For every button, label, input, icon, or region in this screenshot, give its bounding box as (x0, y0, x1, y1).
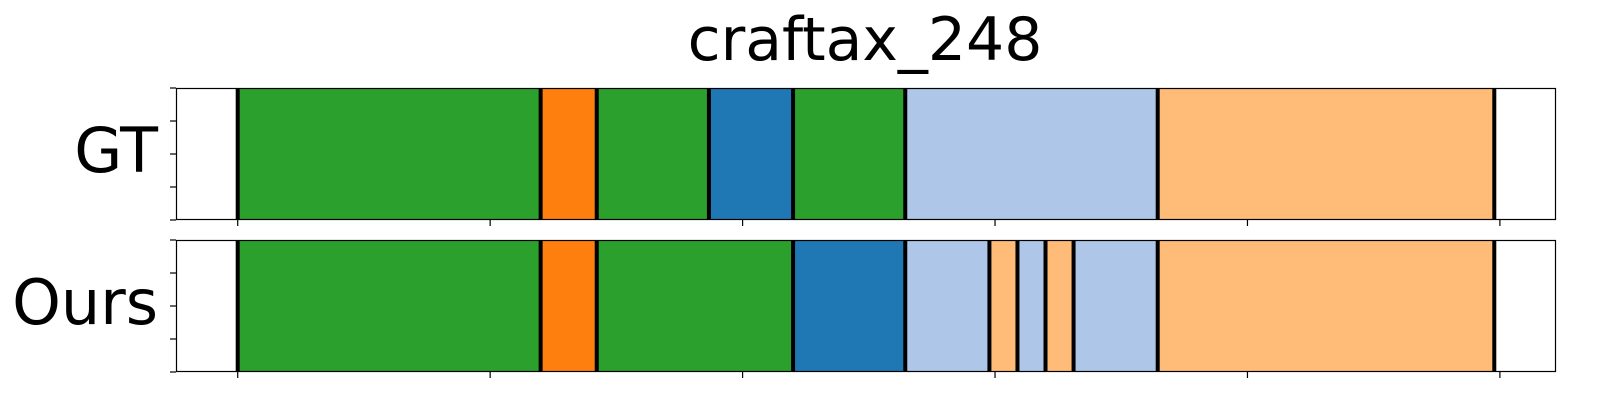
panel-frame (175, 87, 1557, 221)
segment-2 (540, 88, 597, 220)
timeline-svg-ours (170, 239, 1557, 378)
segment-10 (1157, 240, 1495, 372)
segment-5 (793, 88, 906, 220)
segment-8 (1494, 88, 1556, 220)
segment-11 (1494, 240, 1556, 372)
segment-7 (1157, 88, 1495, 220)
segment-0 (176, 240, 238, 372)
row-label-gt: GT (74, 114, 158, 187)
segment-6 (989, 240, 1018, 372)
segment-8 (1045, 240, 1074, 372)
segment-3 (596, 88, 709, 220)
segment-4 (793, 240, 906, 372)
timeline-svg-gt (170, 87, 1557, 226)
segment-2 (540, 240, 597, 372)
chart-title: craftax_248 (687, 5, 1043, 75)
segment-6 (905, 88, 1158, 220)
segment-9 (1073, 240, 1158, 372)
timeline-panel-ours (170, 239, 1557, 378)
segment-5 (905, 240, 990, 372)
segment-7 (1017, 240, 1046, 372)
segment-0 (176, 88, 238, 220)
timeline-panel-gt (170, 87, 1557, 226)
row-label-ours: Ours (12, 266, 158, 339)
segment-4 (708, 88, 794, 220)
panel-frame (175, 239, 1557, 373)
segment-1 (237, 88, 541, 220)
segment-3 (596, 240, 794, 372)
segment-1 (237, 240, 541, 372)
